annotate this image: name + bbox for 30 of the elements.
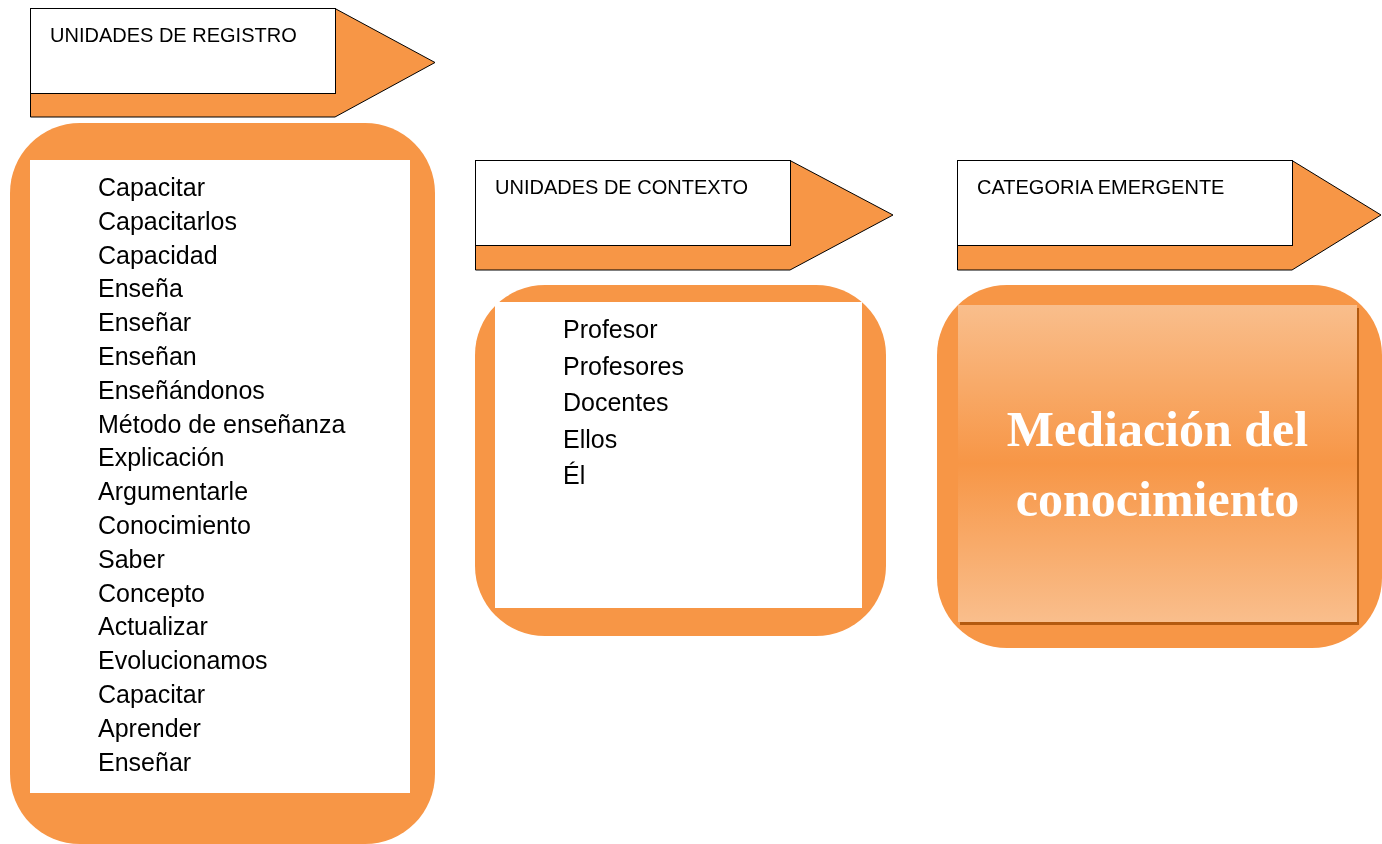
banner-label: UNIDADES DE CONTEXTO [495, 176, 748, 199]
list-item: Conocimiento [98, 511, 251, 540]
banner-label: UNIDADES DE REGISTRO [50, 24, 297, 47]
list-item: Concepto [98, 578, 206, 608]
list-item: Docentes [563, 388, 669, 417]
list-item: Capacitar [98, 680, 205, 709]
list-item: Ellos [563, 424, 618, 454]
list-item: Enseñar [98, 308, 192, 338]
rounded-panel [937, 285, 1382, 648]
list-item: Él [563, 461, 586, 490]
rounded-panel [10, 123, 435, 844]
list-item: Enseñar [98, 747, 192, 777]
list-item: Argumentarle [98, 477, 249, 507]
category-title: Mediación del conocimiento [1005, 399, 1310, 529]
list-item: Enseña [98, 274, 183, 304]
list-item: Aprender [98, 713, 201, 743]
rounded-panel [475, 285, 886, 636]
list-item: Método de enseñanza [98, 409, 346, 439]
list-item: Enseñándonos [98, 375, 265, 405]
list-item: Capacitarlos [98, 206, 237, 236]
banner-label: CATEGORIA EMERGENTE [977, 176, 1225, 199]
list-item: Saber [98, 544, 165, 574]
list-item: Explicación [98, 443, 225, 473]
list-item: Capacitar [98, 173, 205, 202]
list-item: Profesores [563, 351, 684, 381]
list-item: Evolucionamos [98, 646, 268, 676]
list-item: Actualizar [98, 612, 208, 642]
list-item: Capacidad [98, 240, 218, 270]
list-item: Profesor [563, 315, 658, 344]
list-item: Enseñan [98, 342, 197, 371]
